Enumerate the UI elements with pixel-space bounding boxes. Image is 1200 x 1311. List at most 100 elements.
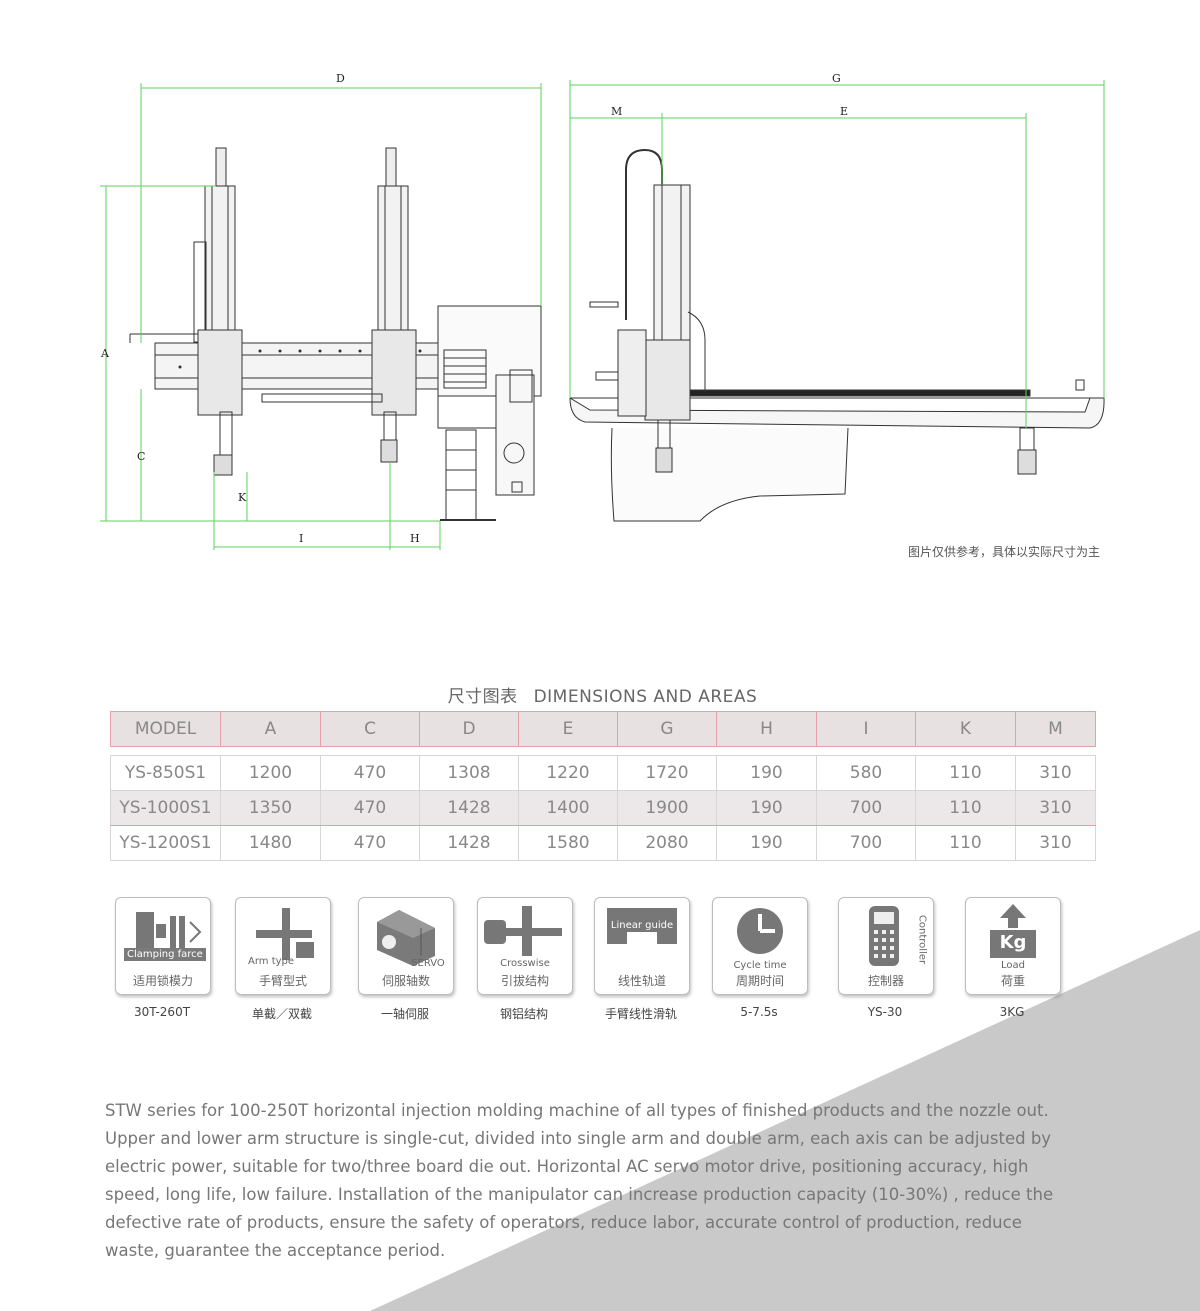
header-c: C [320,711,420,747]
table-cell: 190 [716,790,817,826]
feature-cn: 伺服轴数 [381,974,430,988]
feature-value: 5-7.5s [740,1005,778,1019]
dim-label-d: D [336,72,345,85]
feature-card: Arm type 手臂型式 [235,897,331,995]
front-view [129,147,542,521]
table-cell: 470 [320,790,420,826]
side-view [569,148,1105,522]
table-cell: 1428 [419,790,519,826]
table-cell: 1720 [617,755,717,791]
table-cell: YS-850S1 [110,755,221,791]
table-cell: 1308 [419,755,519,791]
table-title-en: DIMENSIONS AND AREAS [533,687,758,707]
feature-card: Cycle time 周期时间 [712,897,808,995]
clamping-force-icon [136,912,202,952]
side-dimensions [569,80,1105,428]
header-i: I [816,711,916,747]
header-e: E [518,711,618,747]
front-dimensions [100,83,542,550]
weight-icon [990,904,1036,958]
header-h: H [716,711,817,747]
table-cell: 1480 [220,825,321,861]
dim-label-k: K [238,491,247,504]
table-cell: 1580 [518,825,618,861]
feature-en: Cycle time [733,960,787,971]
table-cell: 1400 [518,790,618,826]
feature-card: SERVO 伺服轴数 [358,897,454,995]
feature-cn: 适用锁模力 [132,974,193,988]
feature-card: Linear guide 线性轨道 [594,897,690,995]
linear-guide-icon [607,908,677,944]
feature-cn: 手臂型式 [258,974,307,988]
weight-badge: Kg [999,932,1027,953]
feature-cn: 引拔结构 [500,974,549,988]
table-cell: 700 [816,825,916,861]
table-cell: 190 [716,755,817,791]
feature-card: Controller 控制器 [838,897,934,995]
feature-value: YS-30 [867,1005,903,1019]
feature-en: SERVO [411,958,445,969]
dimensions-table: MODEL A C D E G H I K M YS-850S1 1200 47… [110,711,1096,861]
table-row: YS-1200S1 1480 470 1428 1580 2080 190 70… [110,825,1096,861]
table-cell: 470 [320,755,420,791]
feature-en: Linear guide [610,920,674,931]
feature-controller: Controller 控制器 YS-30 [838,897,938,1019]
table-cell: 310 [1015,790,1096,826]
feature-value: 一轴伺服 [380,1007,429,1021]
feature-value: 30T-260T [133,1005,191,1019]
feature-cn: 周期时间 [735,974,784,988]
arm-type-icon [256,908,314,960]
table-cell: 2080 [617,825,717,861]
table-cell: YS-1000S1 [110,790,221,826]
table-cell: 700 [816,790,916,826]
dim-label-g: G [832,72,841,85]
feature-en: Crosswise [500,958,550,969]
technical-drawing: D A C K I H G [100,72,1105,550]
header-d: D [419,711,519,747]
feature-icons: Clamping farce 适用锁模力 30T-260T Arm type 手… [0,897,1200,1027]
dim-label-c: C [137,450,145,463]
crosswise-structure-icon [484,906,562,956]
feature-cn: 控制器 [867,974,904,988]
dim-label-i: I [299,532,303,545]
header-k: K [915,711,1016,747]
table-cell: 310 [1015,755,1096,791]
table-cell: 1200 [220,755,321,791]
feature-arm-type: Arm type 手臂型式 单截／双截 [235,897,335,1022]
feature-card: Clamping farce 适用锁模力 [115,897,211,995]
table-row: YS-850S1 1200 470 1308 1220 1720 190 580… [110,755,1096,791]
header-model: MODEL [110,711,221,747]
servo-motor-icon [377,910,435,966]
drawing-caption: 图片仅供参考，具体以实际尺寸为主 [907,545,1100,559]
table-row: YS-1000S1 1350 470 1428 1400 1900 190 70… [110,790,1096,826]
feature-card: Kg Load 荷重 [965,897,1061,995]
table-cell: 110 [915,825,1016,861]
table-cell: 470 [320,825,420,861]
feature-value: 单截／双截 [251,1007,312,1021]
header-g: G [617,711,717,747]
table-header-row: MODEL A C D E G H I K M [110,711,1096,747]
dim-label-h: H [410,532,420,545]
table-cell: 190 [716,825,817,861]
table-cell: 1220 [518,755,618,791]
feature-value: 钢铝结构 [499,1007,548,1021]
table-cell: 1428 [419,825,519,861]
table-cell: 310 [1015,825,1096,861]
feature-load: Kg Load 荷重 3KG [965,897,1065,1019]
table-cell: 580 [816,755,916,791]
table-cell: 1350 [220,790,321,826]
description-paragraph: STW series for 100-250T horizontal injec… [105,1101,1054,1260]
dim-label-a: A [100,347,110,360]
feature-en: Arm type [248,956,295,967]
feature-cn: 线性轨道 [617,974,666,988]
table-cell: 110 [915,755,1016,791]
feature-linear-guide: Linear guide 线性轨道 手臂线性滑轨 [594,897,694,1022]
dim-label-e: E [840,105,848,118]
table-title: 尺寸图表 DIMENSIONS AND AREAS [110,682,1095,707]
front-dimension-labels: D A C K I H [100,72,420,545]
clock-icon [737,908,783,954]
feature-clamping-force: Clamping farce 适用锁模力 30T-260T [115,897,215,1019]
feature-cn: 荷重 [1000,974,1025,988]
feature-en: Load [1001,960,1025,971]
